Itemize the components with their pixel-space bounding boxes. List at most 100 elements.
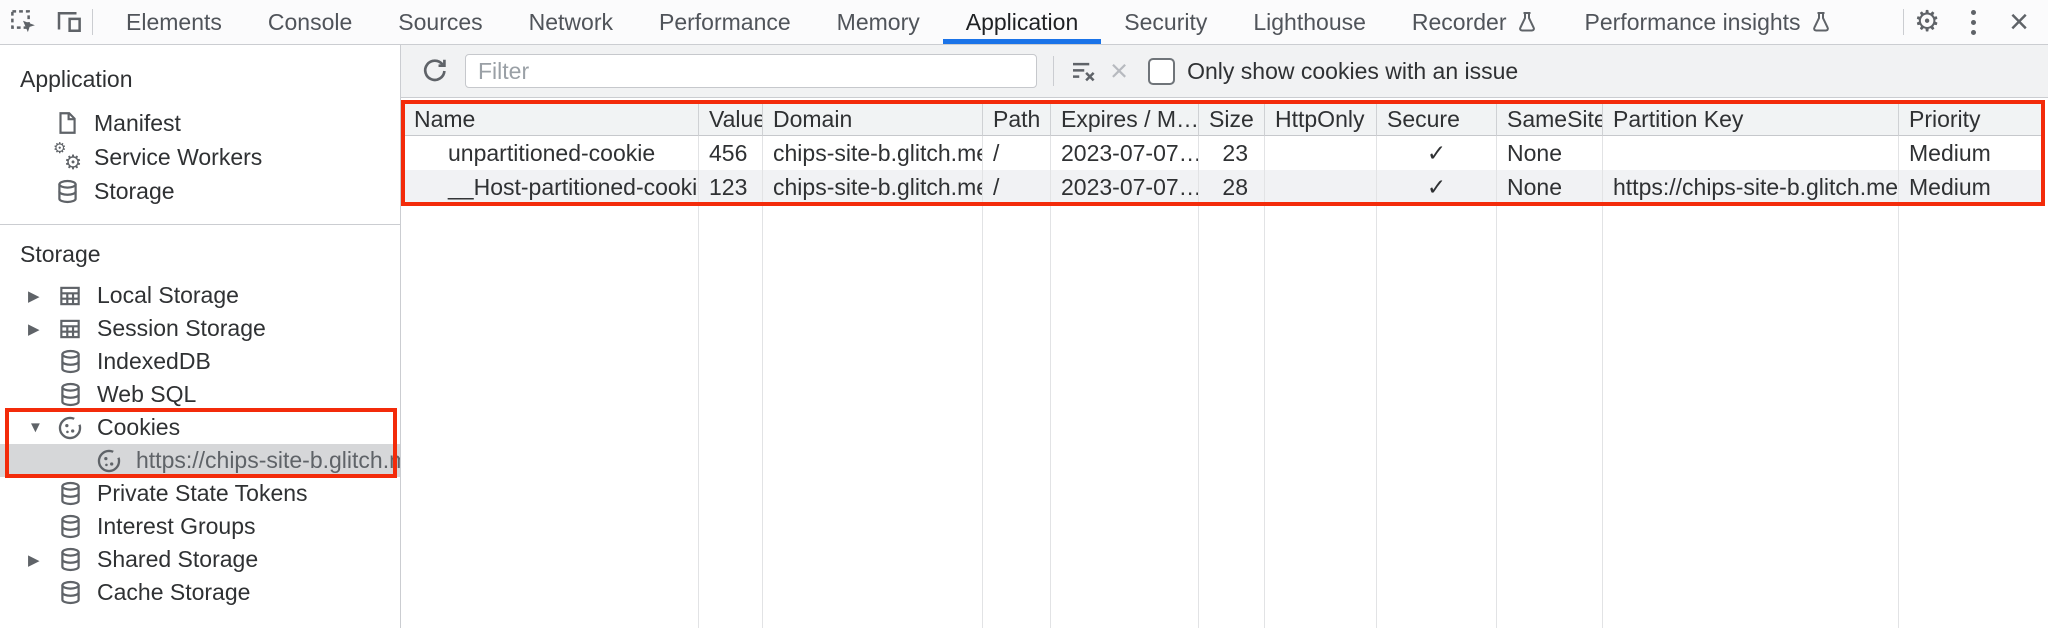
cookie-row-1-path[interactable]: / <box>983 136 1051 170</box>
table-filler-column <box>1603 204 1899 628</box>
tabbar-divider <box>1903 9 1904 35</box>
cookie-row-2-domain[interactable]: chips-site-b.glitch.me <box>763 170 983 204</box>
tab-recorder[interactable]: Recorder <box>1389 0 1562 44</box>
chevron-right-icon[interactable]: ▶ <box>28 320 40 338</box>
experiment-flask-icon <box>1515 9 1539 35</box>
cookie-icon <box>56 414 84 442</box>
chevron-right-icon[interactable]: ▶ <box>28 551 40 569</box>
tabbar-divider <box>92 9 93 35</box>
table-filler-column <box>404 204 699 628</box>
tab-performance[interactable]: Performance <box>659 8 791 35</box>
database-icon <box>56 381 84 409</box>
gear-icon: ⚙ <box>1914 5 1940 38</box>
tab-performance-insights[interactable]: Performance insights <box>1562 0 1856 44</box>
column-header-samesite[interactable]: SameSite <box>1497 104 1603 136</box>
sidebar-item-web-sql[interactable]: Web SQL <box>0 378 400 411</box>
cookie-row-2-path[interactable]: / <box>983 170 1051 204</box>
cookie-row-1-samesite[interactable]: None <box>1497 136 1603 170</box>
tab-lighthouse[interactable]: Lighthouse <box>1253 8 1366 35</box>
delete-selected-icon[interactable]: × <box>1110 53 1129 88</box>
cookie-row-1-name[interactable]: unpartitioned-cookie <box>404 136 699 170</box>
clear-filter-icon <box>1068 56 1098 86</box>
sidebar-item-manifest[interactable]: Manifest <box>0 106 400 140</box>
table-filler-column <box>1199 204 1265 628</box>
column-header-priority[interactable]: Priority <box>1899 104 2042 136</box>
sidebar-item-local-storage[interactable]: ▶ Local Storage <box>28 282 239 310</box>
tab-sources[interactable]: Sources <box>398 8 483 35</box>
column-header-httponly[interactable]: HttpOnly <box>1265 104 1377 136</box>
sidebar-item-indexeddb[interactable]: IndexedDB <box>0 345 400 378</box>
table-filler-column <box>1899 204 2042 628</box>
tab-elements[interactable]: Elements <box>126 8 222 35</box>
cookies-panel: × Only show cookies with an issue Name V… <box>401 45 2048 628</box>
cookie-row-2-size[interactable]: 28 <box>1199 170 1265 204</box>
chevron-right-icon[interactable]: ▶ <box>28 287 40 305</box>
tab-network[interactable]: Network <box>528 8 613 35</box>
column-header-value[interactable]: Value <box>699 104 763 136</box>
cookie-row-1-expires[interactable]: 2023-07-07… <box>1051 136 1199 170</box>
cookie-row-2-httponly[interactable] <box>1265 170 1377 204</box>
device-toolbar-button[interactable] <box>46 0 92 44</box>
cookie-table: Name Value Domain Path Expires / M… Size… <box>404 104 2042 628</box>
table-grid-icon <box>56 282 84 310</box>
cookie-row-2-secure[interactable]: ✓ <box>1377 170 1497 204</box>
filter-input[interactable] <box>465 54 1037 88</box>
table-grid-icon <box>56 315 84 343</box>
column-header-secure[interactable]: Secure <box>1377 104 1497 136</box>
issue-filter-checkbox[interactable] <box>1148 57 1176 85</box>
column-header-size[interactable]: Size <box>1199 104 1265 136</box>
tabbar-right-controls: ⚙ × <box>1903 0 2048 44</box>
table-filler-column <box>699 204 763 628</box>
tab-memory[interactable]: Memory <box>836 8 920 35</box>
cookie-row-1-size[interactable]: 23 <box>1199 136 1265 170</box>
sidebar-item-service-workers[interactable]: ⚙⚙ Service Workers <box>53 140 263 174</box>
cookie-row-1-domain[interactable]: chips-site-b.glitch.me <box>763 136 983 170</box>
sidebar-item-interest-groups[interactable]: Interest Groups <box>0 510 400 543</box>
cookie-row-1-priority[interactable]: Medium <box>1909 140 1991 166</box>
cookie-table-area: Name Value Domain Path Expires / M… Size… <box>401 98 2048 628</box>
application-sidebar: Application Manifest ⚙⚙ Service Workers <box>0 45 401 628</box>
more-options-button[interactable] <box>1950 9 1996 35</box>
cookie-row-1-partition-key[interactable] <box>1603 136 1899 170</box>
sidebar-item-session-storage[interactable]: ▶ Session Storage <box>28 315 266 343</box>
cookie-icon <box>95 447 123 475</box>
cookies-toolbar: × Only show cookies with an issue <box>401 45 2048 98</box>
experiment-flask-icon <box>1809 9 1833 35</box>
close-devtools-button[interactable]: × <box>1996 5 2042 39</box>
chevron-down-icon[interactable]: ▼ <box>28 419 43 436</box>
sidebar-item-storage[interactable]: Storage <box>0 174 400 208</box>
settings-button[interactable]: ⚙ <box>1904 5 1950 38</box>
database-icon <box>53 177 81 205</box>
tab-console[interactable]: Console <box>267 8 353 35</box>
database-icon <box>56 546 84 574</box>
sidebar-item-cookies-origin[interactable]: https://chips-site-b.glitch.me <box>0 444 400 477</box>
column-header-path[interactable]: Path <box>983 104 1051 136</box>
cookie-row-1-httponly[interactable] <box>1265 136 1377 170</box>
column-header-domain[interactable]: Domain <box>763 104 983 136</box>
sidebar-section-application: Application Manifest ⚙⚙ Service Workers <box>0 45 400 208</box>
sidebar-item-cookies[interactable]: ▼ Cookies <box>28 414 181 442</box>
cookie-row-2-samesite[interactable]: None <box>1497 170 1603 204</box>
cookie-row-1-value[interactable]: 456 <box>699 136 763 170</box>
sidebar-item-shared-storage[interactable]: ▶ Shared Storage <box>28 546 259 574</box>
column-header-partition-key[interactable]: Partition Key <box>1603 104 1899 136</box>
devtools-tabbar: Elements Console Sources Network Perform… <box>0 0 2048 45</box>
cookie-row-1-secure[interactable]: ✓ <box>1377 136 1497 170</box>
column-header-name[interactable]: Name <box>404 104 699 136</box>
cookie-row-2-partition-key[interactable]: https://chips-site-b.glitch.me <box>1603 170 1899 204</box>
inspect-element-button[interactable] <box>0 0 46 44</box>
database-icon <box>56 348 84 376</box>
column-header-expires[interactable]: Expires / M… <box>1051 104 1199 136</box>
cookie-row-2-value[interactable]: 123 <box>699 170 763 204</box>
tab-application[interactable]: Application <box>942 0 1102 44</box>
cookie-row-2-priority[interactable]: Medium <box>1899 170 2042 204</box>
sidebar-item-cache-storage[interactable]: Cache Storage <box>0 576 400 609</box>
tab-security[interactable]: Security <box>1124 8 1208 35</box>
cookie-row-2-name[interactable]: __Host-partitioned-cookie <box>404 170 699 204</box>
sidebar-item-private-state-tokens[interactable]: Private State Tokens <box>0 477 400 510</box>
table-filler-column <box>1497 204 1603 628</box>
refresh-button[interactable] <box>415 52 453 90</box>
table-filler-column <box>1377 204 1497 628</box>
clear-filter-button[interactable] <box>1064 52 1102 90</box>
cookie-row-2-expires[interactable]: 2023-07-07… <box>1051 170 1199 204</box>
